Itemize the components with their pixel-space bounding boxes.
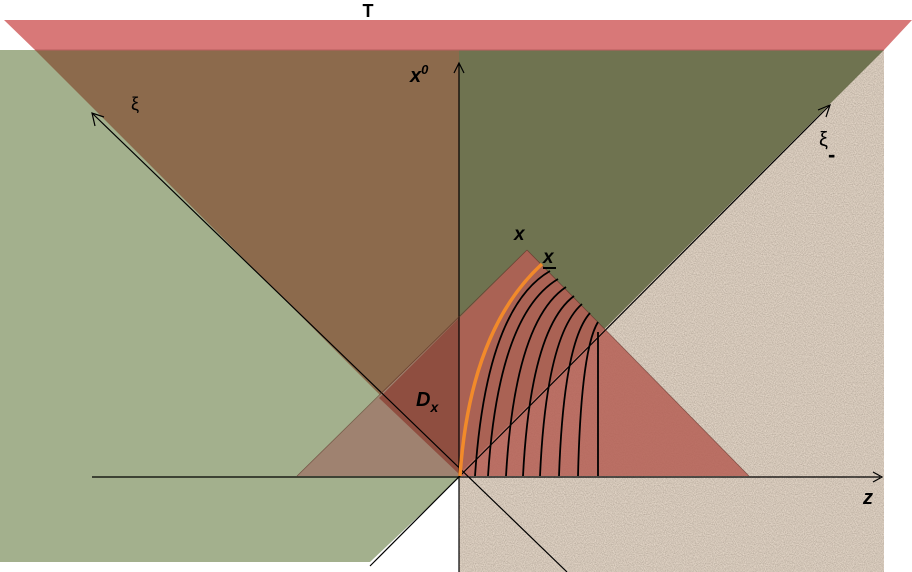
- x0-axis-label: x0: [409, 62, 429, 87]
- xi-minus-axis-arrow: [817, 103, 831, 118]
- point-x-underlined-label: x: [542, 247, 555, 268]
- domain-label: Dx: [416, 389, 439, 415]
- curve-2: [487, 278, 559, 477]
- curve-family: [474, 270, 599, 477]
- top-band-t: [4, 20, 912, 50]
- cone-edge-left: [296, 249, 528, 477]
- top-band-label: T: [363, 1, 374, 21]
- curve-7: [577, 321, 599, 477]
- curve-5: [539, 303, 583, 477]
- z-axis-label: z: [862, 487, 873, 509]
- curve-4: [522, 295, 575, 477]
- xi-minus-axis-line: [369, 105, 830, 567]
- xi-minus-label: ξ-: [819, 129, 835, 167]
- curve-1: [474, 270, 551, 477]
- xi-plus-label: ξ: [131, 94, 139, 114]
- domain-dx-region: [379, 318, 459, 474]
- x0-axis-arrow: [453, 61, 465, 74]
- light-cone-region: [459, 250, 749, 476]
- curve-3: [505, 286, 567, 477]
- z-axis-arrow: [872, 471, 884, 483]
- axes: [91, 61, 884, 572]
- point-x-label: x: [513, 224, 526, 245]
- curve-6: [558, 312, 591, 477]
- xi-plus-axis-line: [92, 113, 568, 572]
- highlighted-curve: [458, 262, 544, 477]
- xi-plus-axis-arrow: [91, 112, 105, 127]
